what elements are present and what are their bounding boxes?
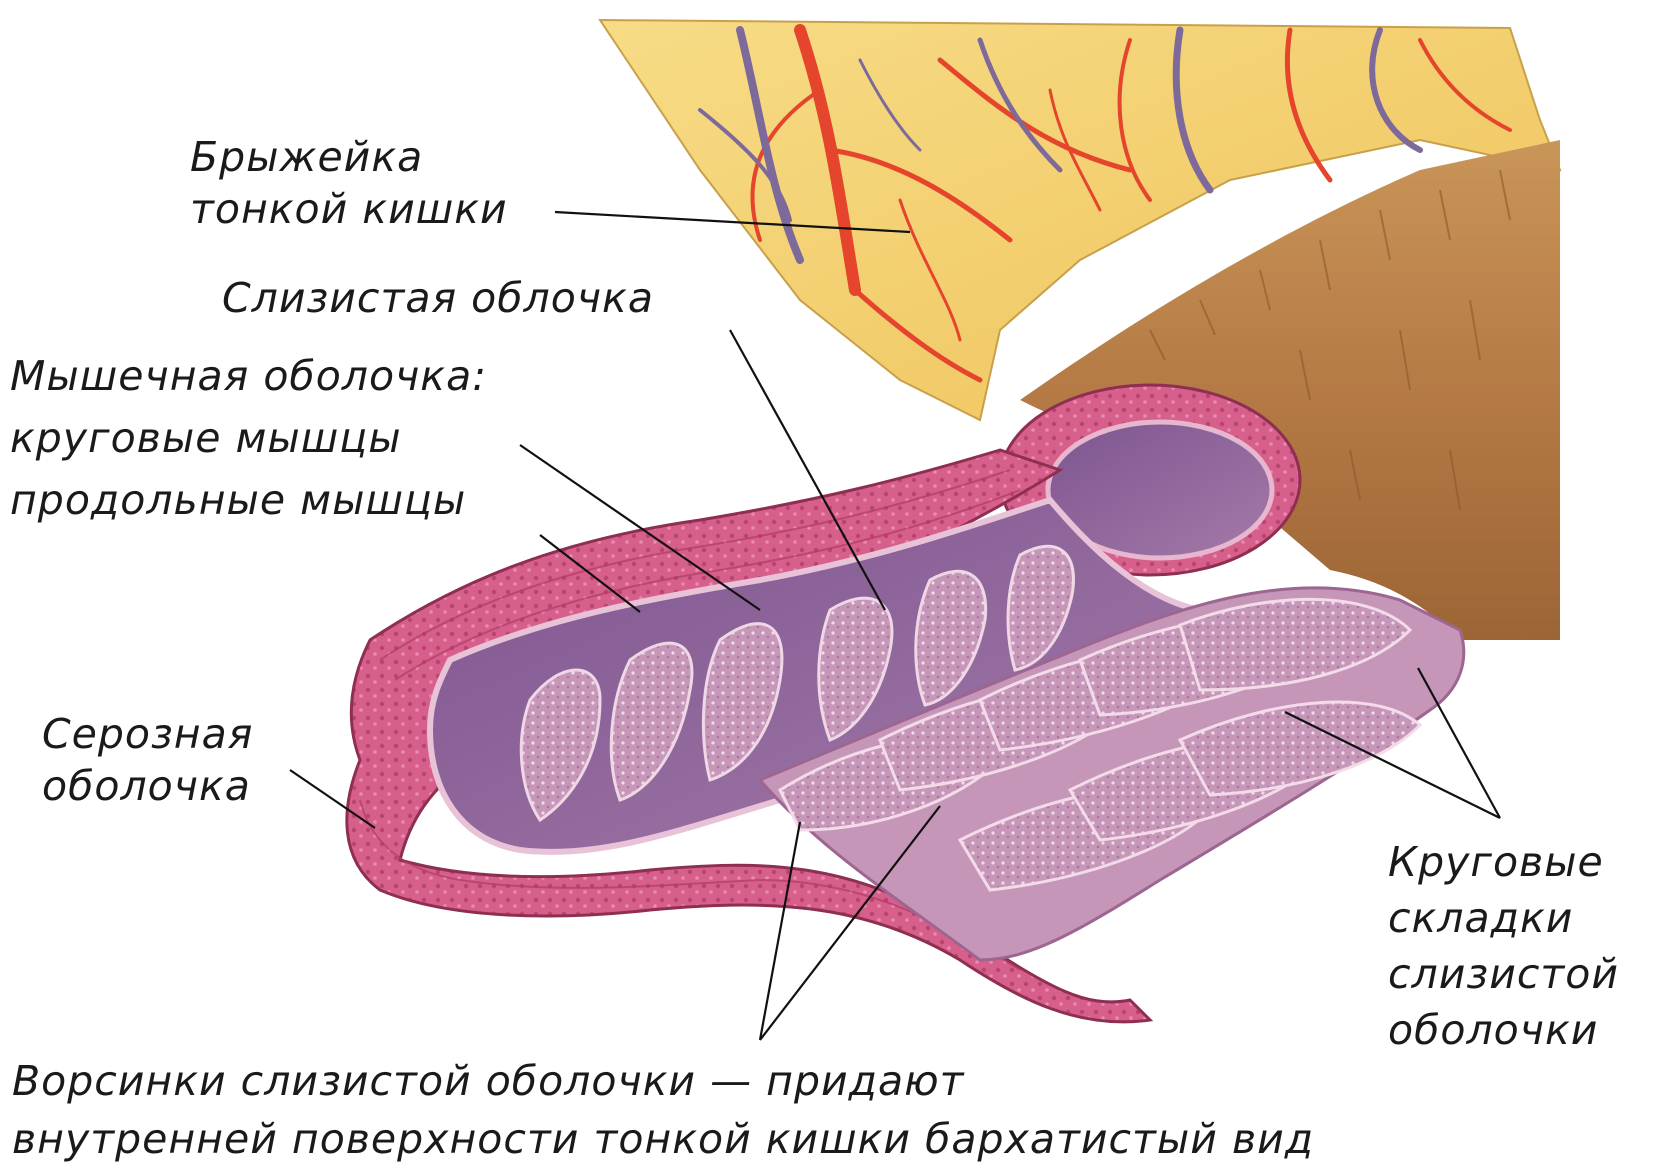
label-mucosa: Слизистая облочка bbox=[222, 272, 654, 324]
label-mesentery: Брыжейка тонкой кишки bbox=[190, 131, 508, 235]
label-villi: Ворсинки слизистой оболочки — придают вн… bbox=[12, 1052, 1314, 1168]
label-circular-folds: Круговые складки слизистой оболочки bbox=[1388, 834, 1619, 1058]
label-serosa: Серозная оболочка bbox=[42, 708, 253, 812]
label-muscular: Мышечная оболочка: круговые мышцы продол… bbox=[10, 345, 487, 531]
